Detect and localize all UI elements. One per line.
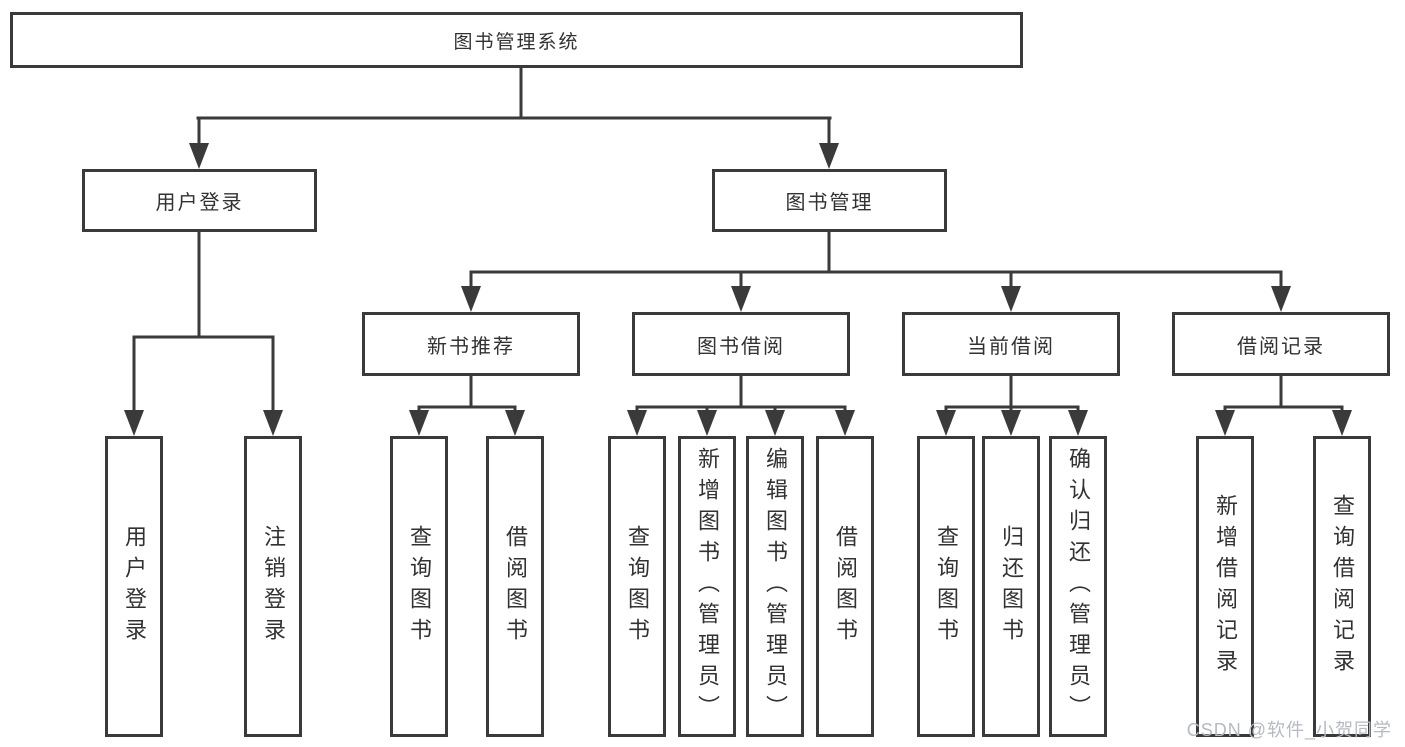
node-label: 查询图书	[934, 524, 959, 649]
arrow-down-icon	[1068, 410, 1088, 436]
node-book-management: 图书管理	[712, 169, 947, 232]
arrow-down-icon	[1332, 410, 1352, 436]
csdn-watermark: CSDN @软件_小贺同学	[1186, 720, 1392, 740]
arrow-down-icon	[697, 410, 717, 436]
arrow-down-icon	[819, 143, 839, 169]
arrow-down-icon	[461, 286, 481, 312]
connector-book-management-to-level2	[469, 232, 1283, 289]
node-label: 新增图书（管理员）	[695, 447, 720, 726]
arrow-down-icon	[263, 410, 283, 436]
node-add-book-admin: 新增图书（管理员）	[678, 436, 736, 737]
arrow-down-icon	[1215, 410, 1235, 436]
arrow-down-icon	[627, 410, 647, 436]
node-return-book: 归还图书	[982, 436, 1040, 737]
node-confirm-return-admin: 确认归还（管理员）	[1049, 436, 1107, 737]
node-label: 编辑图书（管理员）	[763, 447, 788, 726]
arrow-down-icon	[765, 410, 785, 436]
arrow-down-icon	[1271, 286, 1291, 312]
node-label: 用户登录	[155, 192, 244, 214]
node-label: 查询借阅记录	[1330, 493, 1355, 680]
arrow-down-icon	[189, 143, 209, 169]
node-label: 查询图书	[407, 524, 432, 649]
node-label: 用户登录	[122, 524, 147, 649]
node-borrow-books-recommend: 借阅图书	[486, 436, 544, 737]
node-label: 图书管理系统	[453, 31, 580, 53]
node-borrow-books: 借阅图书	[816, 436, 874, 737]
arrow-down-icon	[124, 410, 144, 436]
arrow-down-icon	[409, 410, 429, 436]
node-label: 查询图书	[625, 524, 650, 649]
node-logout-action: 注销登录	[244, 436, 302, 737]
connector-root-to-level1	[196, 67, 832, 146]
arrow-down-icon	[731, 286, 751, 312]
arrow-down-icon	[835, 410, 855, 436]
arrow-down-icon	[1001, 286, 1021, 312]
node-query-borrow-record: 查询借阅记录	[1313, 436, 1371, 737]
node-query-books-borrowing: 查询图书	[608, 436, 666, 737]
node-label: 借阅图书	[833, 524, 858, 649]
node-label: 确认归还（管理员）	[1066, 447, 1091, 726]
node-label: 图书管理	[785, 192, 874, 214]
node-user-login: 用户登录	[82, 169, 317, 232]
node-label: 借阅图书	[503, 524, 528, 649]
arrowheads	[124, 143, 1352, 436]
node-label: 图书借阅	[697, 335, 785, 358]
node-label: 归还图书	[999, 524, 1024, 649]
node-query-books-recommend: 查询图书	[390, 436, 448, 737]
node-library-management-system: 图书管理系统	[10, 12, 1023, 68]
node-current-borrowing: 当前借阅	[902, 312, 1120, 376]
arrow-down-icon	[936, 410, 956, 436]
arrow-down-icon	[505, 410, 525, 436]
node-new-book-recommendation: 新书推荐	[362, 312, 580, 376]
node-label: 借阅记录	[1237, 335, 1325, 358]
node-label: 新书推荐	[427, 335, 515, 358]
node-book-borrowing: 图书借阅	[632, 312, 850, 376]
arrow-down-icon	[1001, 410, 1021, 436]
node-label: 注销登录	[261, 524, 286, 649]
node-borrowing-records: 借阅记录	[1172, 312, 1390, 376]
connector-level2-to-leaves	[417, 375, 1344, 412]
node-edit-book-admin: 编辑图书（管理员）	[746, 436, 804, 737]
node-label: 新增借阅记录	[1213, 493, 1238, 680]
node-add-borrow-record: 新增借阅记录	[1196, 436, 1254, 737]
node-user-login-action: 用户登录	[105, 436, 163, 737]
node-query-books-current: 查询图书	[917, 436, 975, 737]
connector-user-login-subtree	[132, 232, 275, 412]
node-label: 当前借阅	[967, 335, 1055, 358]
